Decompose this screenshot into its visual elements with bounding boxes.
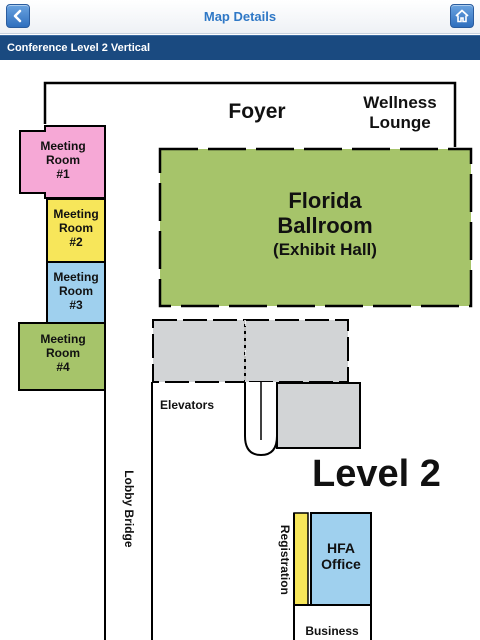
page-title: Map Details (203, 9, 277, 24)
elevators-label: Elevators (160, 398, 215, 412)
chevron-left-icon (13, 9, 22, 23)
floor-plan-drawing (18, 81, 473, 640)
elevator-block-right (244, 319, 349, 383)
meeting-room-1-line3: #1 (56, 166, 70, 181)
home-button[interactable] (450, 4, 474, 28)
hfa-label-line2: Office (321, 556, 361, 573)
business-label: Business (305, 624, 359, 638)
meeting-room-4-line1: Meeting (40, 332, 86, 346)
business-area (293, 604, 372, 640)
meeting-room-1-line1: Meeting (40, 139, 86, 153)
ballroom-label-line1: Florida (288, 188, 362, 213)
hfa-label-line1: HFA (327, 540, 355, 556)
meeting-room-2 (46, 198, 106, 263)
wellness-label-line1: Wellness (363, 93, 437, 112)
back-button[interactable] (6, 4, 30, 28)
wellness-lounge-label: Wellness Lounge (350, 93, 450, 132)
home-icon (455, 9, 469, 23)
meeting-room-4-line2: Room (46, 345, 80, 360)
meeting-room-1-line2: Room (46, 152, 80, 167)
elevator-block-left (152, 319, 246, 383)
foyer-label: Foyer (228, 100, 286, 123)
meeting-room-4-line3: #4 (56, 359, 70, 374)
meeting-room-2-label: Meeting Room #2 (46, 207, 106, 249)
section-header: Conference Level 2 Vertical (0, 35, 480, 60)
ballroom-label-line2: Ballroom (277, 213, 373, 239)
service-block (276, 382, 361, 449)
ballroom-label: Florida Ballroom (Exhibit Hall) (210, 188, 440, 259)
meeting-room-3-line2: Room (59, 283, 93, 298)
meeting-room-2-line3: #2 (69, 234, 83, 249)
level-label: Level 2 (312, 453, 441, 495)
meeting-room-4 (18, 322, 106, 391)
florida-ballroom (158, 147, 473, 308)
hfa-office-label: HFA Office (311, 540, 371, 572)
registration-label: Registration (277, 524, 292, 595)
meeting-room-3-line3: #3 (69, 297, 83, 312)
foyer-outline (43, 81, 457, 147)
meeting-room-2-line1: Meeting (53, 207, 99, 221)
meeting-room-1-label: Meeting Room #1 (33, 139, 93, 181)
meeting-room-4-label: Meeting Room #4 (33, 332, 93, 374)
meeting-room-2-line2: Room (59, 220, 93, 235)
registration-desk (293, 512, 309, 606)
floor-map[interactable]: Foyer Wellness Lounge Florida Ballroom (… (0, 60, 480, 640)
meeting-room-3-line1: Meeting (53, 270, 99, 284)
wellness-label-line2: Lounge (369, 112, 431, 132)
lobby-bridge-label: Lobby Bridge (121, 470, 136, 548)
navigation-bar: Map Details (0, 0, 480, 34)
section-title: Conference Level 2 Vertical (7, 42, 151, 54)
meeting-room-3-label: Meeting Room #3 (46, 270, 106, 312)
ballroom-label-line3: (Exhibit Hall) (273, 239, 377, 259)
